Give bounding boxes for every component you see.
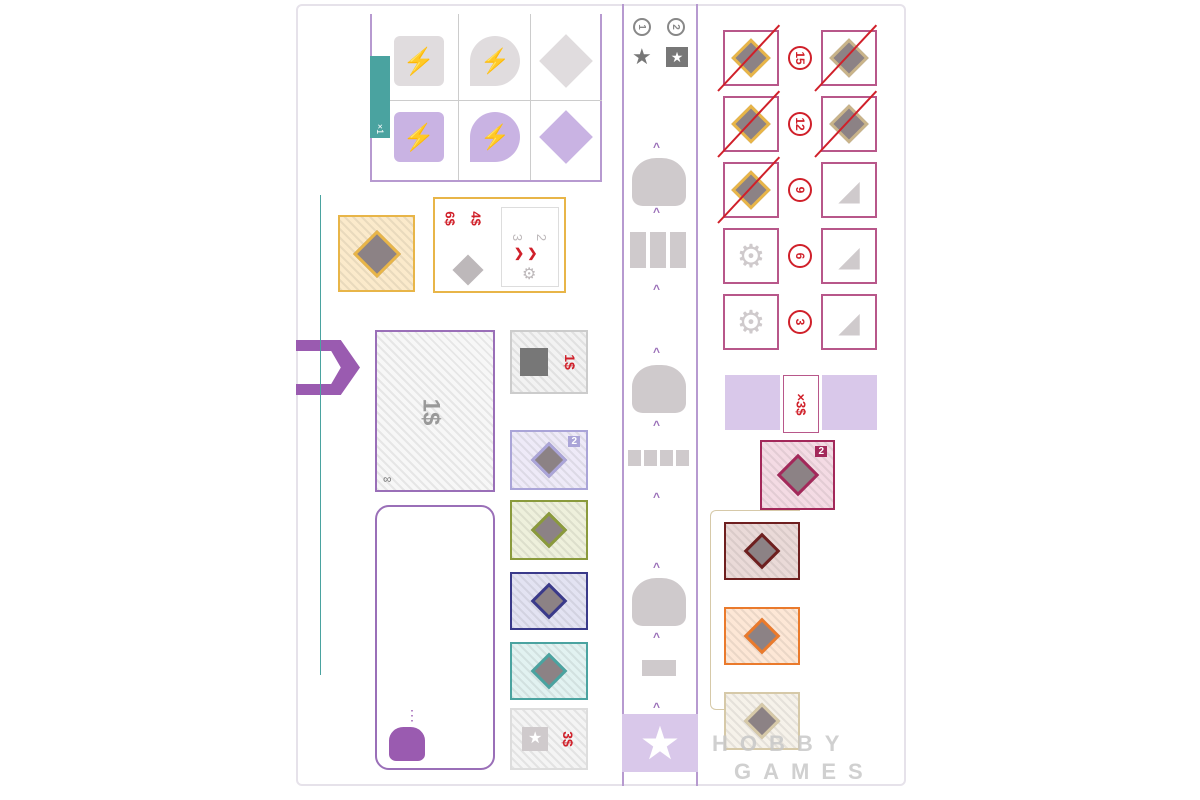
energy-slot-purple: ⚡ [394, 112, 444, 162]
worker-silhouette [632, 158, 686, 206]
worker-meeple-icon [389, 727, 425, 761]
teal-action-tile[interactable] [510, 642, 588, 700]
star-icon: ★ [632, 44, 652, 69]
exchange-label: ×3$ [793, 392, 809, 416]
level-6: 6 [788, 244, 812, 268]
chevron-up-icon: ^ [653, 630, 661, 644]
unlock-star-tile[interactable]: ★ 3$ [510, 708, 588, 770]
green-action-tile[interactable] [510, 500, 588, 560]
teal-banner: ×1 [370, 56, 390, 138]
diamond-slot-gray [539, 34, 593, 88]
chevron-up-icon: ^ [653, 345, 661, 359]
locked-star-icon: ★ [666, 47, 688, 67]
exchange-box: ×3$ [783, 375, 819, 433]
income-value: 1$ [417, 398, 445, 426]
level-9: 9 [788, 178, 812, 202]
chevron-up-icon: ^ [653, 490, 661, 504]
upgrade-2: 2 [534, 233, 550, 242]
worker-silhouette [632, 365, 686, 413]
final-star-slot: ★ [622, 714, 698, 772]
tech-slot [723, 96, 779, 152]
diamond-icon [452, 254, 484, 286]
rank-badge-1: 1 [633, 18, 651, 36]
drop-slot-purple: ⚡ [470, 112, 520, 162]
level-12: 12 [788, 112, 812, 136]
trade-box: 6$ 4$ 3 2 ❯ ❯ ⚙ [433, 197, 566, 293]
forest-slot: ◢ [821, 162, 877, 218]
energy-slot-gray: ⚡ [394, 36, 444, 86]
chevron-up-icon: ^ [653, 282, 661, 296]
drop-slot-gray: ⚡ [470, 36, 520, 86]
orange-action-tile[interactable] [724, 607, 800, 665]
tech-slot [723, 30, 779, 86]
chevron-icon: ❯ ❯ [514, 246, 538, 260]
buy-cost: 1$ [561, 354, 578, 370]
chevron-up-icon: ^ [653, 140, 661, 154]
resource-grid: ⚡ ⚡ ⚡ ⚡ [370, 14, 602, 182]
locked-star-icon: ★ [522, 727, 549, 751]
chevron-up-icon: ^ [653, 560, 661, 574]
infinity-symbol: ∞ [383, 472, 392, 486]
cost-4: 4$ [468, 211, 484, 226]
gear-icon: ⚙ [522, 266, 537, 283]
rank-badge-2: 2 [667, 18, 685, 36]
forest-slot [821, 96, 877, 152]
tech-ladder [698, 14, 906, 514]
worker-silhouette [632, 578, 686, 626]
tech-slot: ⚙ [723, 228, 779, 284]
connector-line [320, 195, 600, 675]
level-3: 3 [788, 310, 812, 334]
building-icon [630, 232, 688, 268]
beige-action-tile[interactable] [724, 692, 800, 750]
upgrade-3: 3 [510, 233, 526, 242]
unlock-cost: 3$ [559, 731, 576, 747]
badge-2: 2 [568, 436, 580, 447]
yellow-action-tile[interactable] [338, 215, 415, 292]
navy-action-tile[interactable] [510, 572, 588, 630]
badge-2: 2 [815, 446, 827, 457]
upgrade-box: 3 2 ❯ ❯ ⚙ [501, 207, 559, 287]
chevron-up-icon: ^ [653, 205, 661, 219]
dots: ⋮ [405, 707, 419, 723]
darkred-action-tile[interactable] [724, 522, 800, 580]
worker-pool-box: ⋮ [375, 505, 495, 770]
building-icon [628, 450, 690, 466]
upgrade-icon [520, 348, 549, 376]
tech-slot [723, 162, 779, 218]
lilac-action-tile[interactable]: 2 [510, 430, 588, 490]
tree-slot-lilac [822, 375, 877, 430]
diamond-slot-purple [539, 110, 593, 164]
forest-slot: ◢ [821, 228, 877, 284]
chevron-up-icon: ^ [653, 700, 661, 714]
center-track [622, 4, 698, 786]
level-15: 15 [788, 46, 812, 70]
forest-slot [821, 30, 877, 86]
income-box: 1$ ∞ [375, 330, 495, 492]
buy-building-tile[interactable]: 1$ [510, 330, 588, 394]
banner-label: ×1 [374, 123, 385, 135]
building-icon [642, 660, 676, 676]
chevron-up-icon: ^ [653, 418, 661, 432]
forest-slot: ◢ [821, 294, 877, 350]
cost-6: 6$ [442, 211, 458, 226]
tech-slot: ⚙ [723, 294, 779, 350]
worker-slot-lilac [725, 375, 780, 430]
crimson-action-tile[interactable]: 2 [760, 440, 835, 510]
